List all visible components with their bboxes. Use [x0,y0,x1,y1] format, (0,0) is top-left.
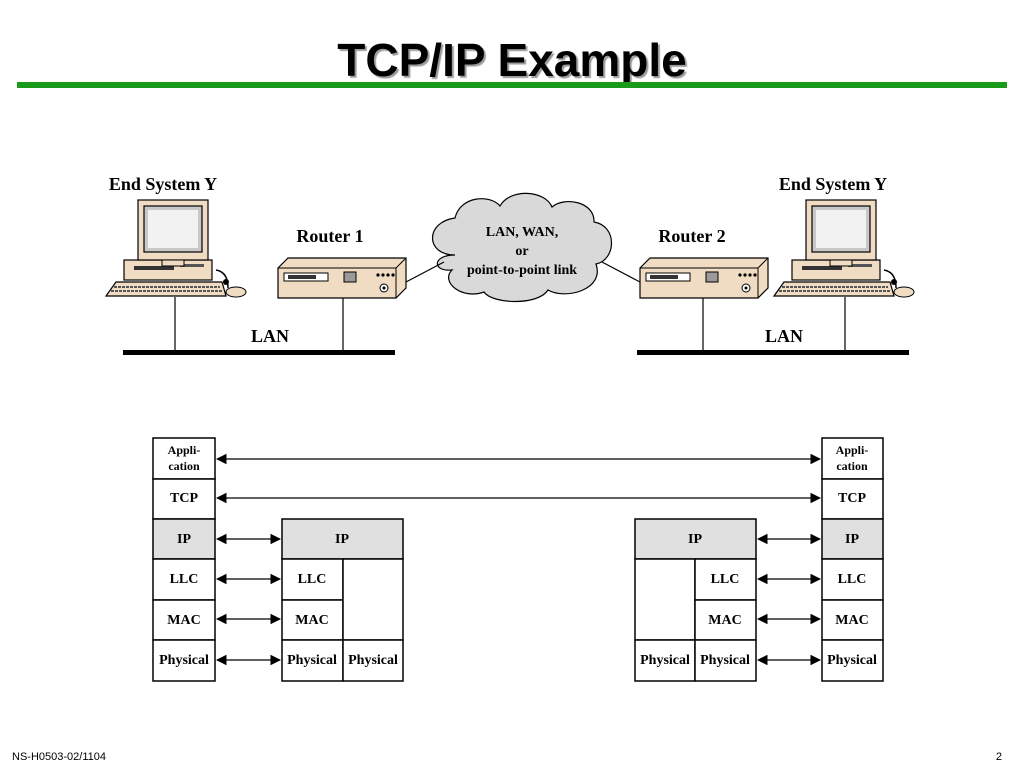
left-llc-label: LLC [170,572,199,587]
router1-physical-a-label: Physical [287,653,337,668]
router2-physical-b-label: Physical [700,653,750,668]
right-mac-label: MAC [835,613,868,628]
end-system-left-label: End System Y [109,174,217,194]
router2-physical-a-label: Physical [640,653,690,668]
router1-cloud-link [405,261,445,283]
slide-title: TCP/IP Example [337,34,687,86]
cloud-line2: or [515,244,528,259]
right-llc-label: LLC [838,572,867,587]
end-system-right-label: End System Y [779,174,887,194]
router1-llc-label: LLC [298,572,327,587]
router1-physical-b-label: Physical [348,653,398,668]
right-tcp-label: TCP [838,491,866,506]
router2-cloud-link [601,261,641,283]
lan-right-bus [637,350,909,355]
lan-left-bus [123,350,395,355]
right-physical-label: Physical [827,653,877,668]
router2-llc-label: LLC [711,572,740,587]
router2-icon [639,257,769,299]
router2-mac-label: MAC [708,613,741,628]
footer-code: NS-H0503-02/1104 [12,751,106,763]
left-application-label-2: cation [168,459,200,473]
network-cloud-shape [431,192,612,302]
cloud-line3: point-to-point link [467,263,577,278]
router2-label: Router 2 [658,226,725,246]
router1-icon [277,257,407,299]
cloud-line1: LAN, WAN, [486,225,558,240]
router1-label: Router 1 [296,226,363,246]
title-underline [17,82,1007,88]
left-tcp-label: TCP [170,491,198,506]
end-system-right-computer-icon [773,199,915,298]
left-application-label-1: Appli- [168,443,201,457]
lan-right-label: LAN [765,326,803,346]
router1-ip-label: IP [335,532,349,547]
router2-ip-label: IP [688,532,702,547]
right-application-label-2: cation [836,459,868,473]
lan-left-label: LAN [251,326,289,346]
end-system-left-computer-icon [105,199,247,298]
right-application-label-1: Appli- [836,443,869,457]
left-ip-label: IP [177,532,191,547]
left-mac-label: MAC [167,613,200,628]
right-ip-label: IP [845,532,859,547]
router1-mac-label: MAC [295,613,328,628]
left-physical-label: Physical [159,653,209,668]
page-number: 2 [995,751,1002,763]
